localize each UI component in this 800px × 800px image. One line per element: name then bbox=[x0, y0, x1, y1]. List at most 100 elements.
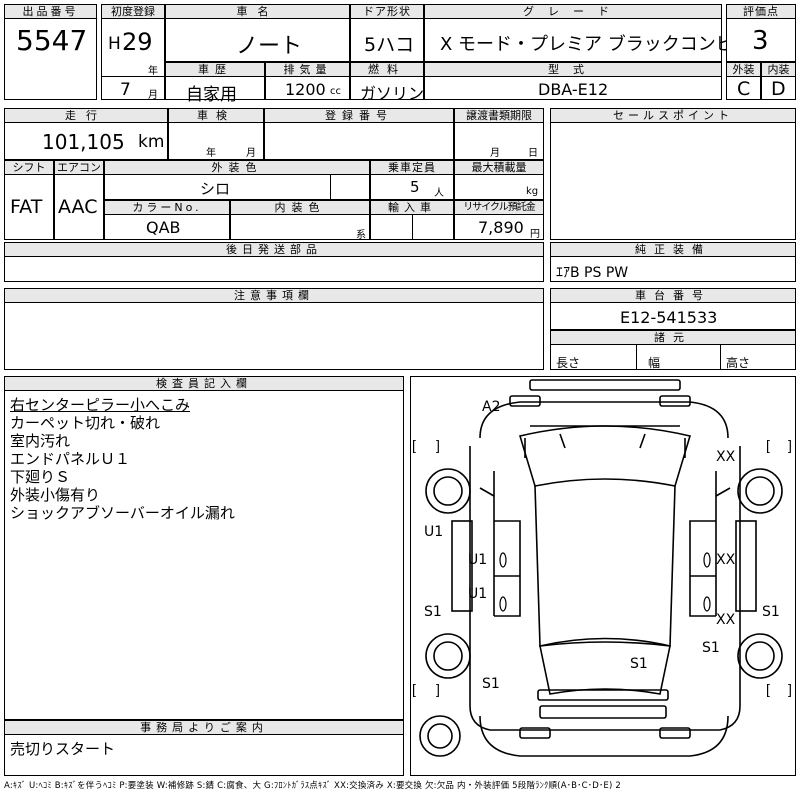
genuine-label: 純正装備 bbox=[550, 242, 796, 257]
lot-number: 5547 bbox=[16, 24, 88, 57]
ext-color: シロ bbox=[200, 180, 231, 198]
import-label: 輸入車 bbox=[370, 200, 454, 215]
displacement-unit: cc bbox=[330, 86, 341, 97]
sales-point-label: セールスポイント bbox=[550, 108, 796, 123]
first-reg-box bbox=[101, 4, 165, 100]
ext-color-label: 外装色 bbox=[104, 160, 370, 175]
svg-text:]: ] bbox=[436, 437, 440, 453]
mark-u1-door2: U1 bbox=[468, 586, 488, 602]
mark-u1-left: U1 bbox=[424, 524, 444, 540]
car-name: ノート bbox=[236, 34, 303, 59]
shift: FAT bbox=[10, 196, 43, 218]
reg-month: 7 bbox=[120, 80, 131, 100]
chassis-label: 車台番号 bbox=[550, 288, 796, 303]
recycle-label: リサイクル預託金 bbox=[454, 200, 544, 215]
int-color-label: 内装色 bbox=[230, 200, 370, 215]
inspection-label: 車検 bbox=[168, 108, 264, 123]
svg-text:[: [ bbox=[412, 437, 416, 453]
divider bbox=[101, 76, 165, 77]
legend: A:ｷｽﾞ U:ﾍｺﾐ B:ｷｽﾞを伴うﾍｺﾐ P:要塗装 W:補修跡 S:錆 … bbox=[4, 781, 622, 791]
model: DBA-E12 bbox=[538, 80, 609, 99]
fuel: ガソリン bbox=[360, 84, 425, 103]
reg-year: 29 bbox=[122, 28, 153, 56]
svg-text:]: ] bbox=[788, 681, 792, 697]
inspector-notes-list: 右センターピラー小へこみ カーペット切れ・破れ 室内汚れ エンドパネルＵ１ 下廻… bbox=[10, 396, 400, 522]
width-label: 幅 bbox=[648, 356, 661, 370]
color-no: QAB bbox=[146, 218, 181, 237]
svg-text:[: [ bbox=[766, 437, 770, 453]
car-name-label: 車名 bbox=[165, 4, 350, 19]
door-label: ドア形状 bbox=[350, 4, 424, 19]
inspection-year-unit: 年 bbox=[206, 148, 216, 159]
era: H bbox=[108, 34, 121, 54]
ext-grade-label: 外装 bbox=[726, 62, 761, 77]
car-diagram: [] [] [] [] bbox=[412, 379, 792, 757]
inspector-label: 検査員記入欄 bbox=[4, 376, 404, 391]
sales-point-box bbox=[550, 108, 796, 240]
list-item: 右センターピラー小へこみ bbox=[10, 396, 191, 414]
chassis: E12-541533 bbox=[620, 308, 718, 327]
mark-s1-right: S1 bbox=[762, 604, 780, 620]
mileage: 101,105 bbox=[42, 130, 125, 154]
capacity: 5 bbox=[410, 178, 420, 196]
first-reg-label: 初度登録 bbox=[101, 4, 165, 19]
specs-label: 諸元 bbox=[550, 330, 796, 345]
year-unit: 年 bbox=[148, 66, 158, 77]
mileage-label: 走行 bbox=[4, 108, 168, 123]
mileage-unit: km bbox=[138, 132, 165, 152]
list-item: 室内汚れ bbox=[10, 432, 71, 450]
office-label: 事務局よりご案内 bbox=[4, 720, 404, 735]
transfer-label: 譲渡書類期限 bbox=[454, 108, 544, 123]
notes-label: 注意事項欄 bbox=[4, 288, 544, 303]
int-color-unit: 系 bbox=[356, 230, 366, 241]
history: 自家用 bbox=[186, 85, 237, 105]
grade: X モード・プレミア ブラックコンビ bbox=[440, 34, 734, 55]
rating: 3 bbox=[752, 26, 769, 56]
divider bbox=[330, 175, 331, 200]
svg-text:]: ] bbox=[788, 437, 792, 453]
lot-number-box bbox=[4, 4, 97, 100]
genuine: ｴｱB PS PW bbox=[556, 265, 629, 281]
inspection-month-unit: 月 bbox=[246, 148, 256, 159]
door: 5ハコ bbox=[364, 34, 415, 56]
lot-number-label: 出品番号 bbox=[4, 4, 97, 19]
aircon-label: エアコン bbox=[54, 160, 104, 175]
mark-s1-left: S1 bbox=[424, 604, 442, 620]
max-load-label: 最大積載量 bbox=[454, 160, 544, 175]
reg-number-label: 登録番号 bbox=[264, 108, 454, 123]
length-label: 長さ bbox=[556, 356, 581, 370]
mark-xx-rf: XX bbox=[716, 449, 736, 465]
later-parts-label: 後日発送部品 bbox=[4, 242, 544, 257]
grade-label: グレード bbox=[424, 4, 722, 19]
list-item: エンドパネルＵ１ bbox=[10, 450, 131, 468]
model-label: 型式 bbox=[424, 62, 722, 77]
list-item: カーペット切れ・破れ bbox=[10, 414, 161, 432]
month-unit: 月 bbox=[148, 90, 158, 101]
svg-text:]: ] bbox=[436, 681, 440, 697]
mark-xx-door1: XX bbox=[716, 552, 736, 568]
divider bbox=[636, 345, 637, 370]
transfer-month-unit: 月 bbox=[490, 148, 500, 159]
svg-text:[: [ bbox=[412, 681, 416, 697]
transfer-day-unit: 日 bbox=[528, 148, 538, 159]
list-item: 下廻りＳ bbox=[10, 468, 71, 486]
aircon: AAC bbox=[58, 196, 98, 218]
history-label: 車歴 bbox=[165, 62, 265, 77]
max-load-unit: kg bbox=[526, 186, 539, 197]
recycle: 7,890 bbox=[478, 218, 524, 237]
shift-label: シフト bbox=[4, 160, 54, 175]
int-grade-label: 内装 bbox=[761, 62, 796, 77]
height-label: 高さ bbox=[726, 356, 751, 370]
office-note: 売切りスタート bbox=[10, 740, 116, 758]
capacity-unit: 人 bbox=[434, 188, 444, 199]
mark-a2: A2 bbox=[482, 399, 501, 415]
divider bbox=[720, 345, 721, 370]
mark-s1-floor: S1 bbox=[630, 656, 648, 672]
ext-grade: C bbox=[737, 78, 751, 100]
recycle-unit: 円 bbox=[530, 229, 540, 240]
list-item: 外装小傷有り bbox=[10, 486, 101, 504]
car-diagram-box bbox=[410, 376, 796, 776]
fuel-label: 燃料 bbox=[350, 62, 424, 77]
displacement-label: 排気量 bbox=[265, 62, 350, 77]
divider bbox=[412, 215, 413, 240]
